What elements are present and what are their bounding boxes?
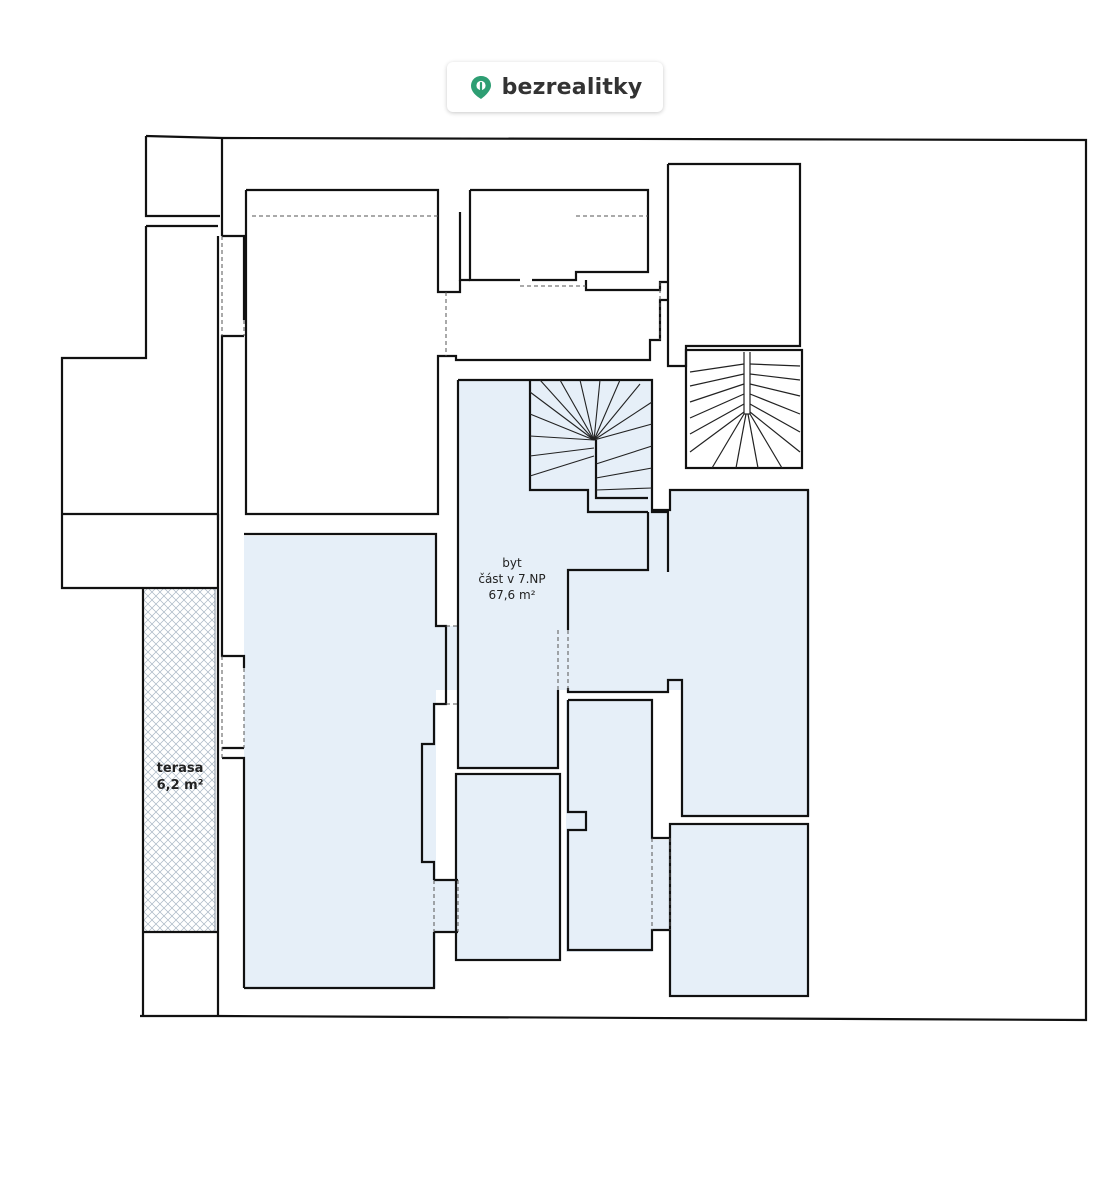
terrace-area	[142, 587, 216, 933]
openings	[221, 215, 671, 932]
apartment-label: byt část v 7.NP 67,6 m²	[478, 556, 545, 602]
apartment-label-line2: část v 7.NP	[478, 572, 545, 586]
terrace-label-line1: terasa	[157, 761, 204, 776]
terrace-label-line2: 6,2 m²	[157, 778, 204, 793]
location-pin-icon	[470, 76, 491, 99]
terrace-label: terasa 6,2 m²	[157, 761, 204, 793]
stair-right	[689, 352, 801, 469]
stair-apartment	[529, 379, 653, 491]
apartment-label-line3: 67,6 m²	[488, 588, 535, 602]
apartment-label-line1: byt	[502, 556, 522, 570]
logo-text: bezrealitky	[501, 74, 643, 100]
apartment-area	[244, 380, 810, 996]
logo-badge: bezrealitky	[447, 62, 663, 112]
walls	[60, 134, 1088, 1022]
